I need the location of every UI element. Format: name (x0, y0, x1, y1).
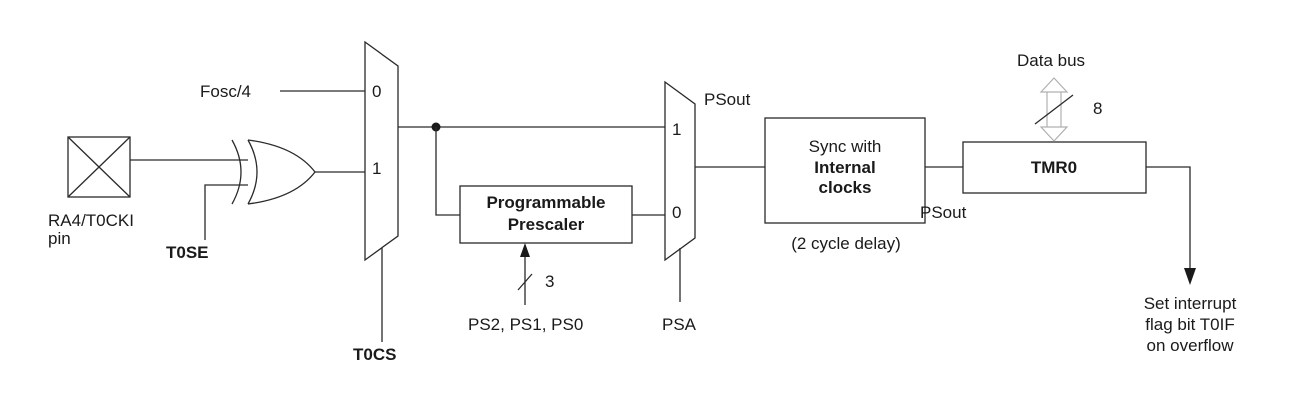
data-bus-label: Data bus (1017, 51, 1085, 70)
interrupt-label-line3: on overflow (1147, 336, 1235, 355)
prescaler-label-line2: Prescaler (508, 215, 585, 234)
tmr0-register (962, 141, 1147, 194)
clock-source-mux (364, 40, 399, 262)
overflow-wire (1146, 166, 1191, 268)
interrupt-label-line2: flag bit T0IF (1145, 315, 1234, 334)
sync-delay-label: (2 cycle delay) (791, 234, 901, 253)
prescaler-label-line1: Programmable (486, 193, 605, 212)
sync-label-line3: clocks (819, 178, 872, 197)
data-bus-width-slash (1034, 94, 1074, 125)
overflow-arrowhead (1184, 268, 1196, 285)
mux2-input-0-label: 0 (672, 203, 681, 222)
pin-name-label: RA4/T0CKI (48, 211, 134, 230)
ps-bus-width-label: 3 (545, 272, 554, 291)
pin-symbol (67, 136, 131, 198)
data-bus-width-label: 8 (1093, 99, 1102, 118)
sync-label-line1: Sync with (809, 137, 882, 156)
mux1-input-1-label: 1 (372, 159, 381, 178)
psout-bottom-label: PSout (920, 203, 967, 222)
data-bus-arrow (1039, 77, 1069, 142)
pin-suffix-label: pin (48, 229, 71, 248)
interrupt-label-line1: Set interrupt (1144, 294, 1237, 313)
prescaler-box (459, 185, 633, 244)
sync-block (764, 117, 926, 224)
tmr0-label: TMR0 (1031, 158, 1077, 177)
junction-to-prescaler-wire (435, 127, 460, 216)
t0se-wire (204, 184, 248, 240)
sync-label-line2: Internal (814, 158, 875, 177)
ps-bits-label: PS2, PS1, PS0 (468, 315, 583, 334)
mux1-input-0-label: 0 (372, 82, 381, 101)
ps-bus-arrowhead (520, 243, 530, 257)
t0cs-label: T0CS (353, 345, 396, 364)
psa-label: PSA (662, 315, 697, 334)
fosc-label: Fosc/4 (200, 82, 251, 101)
prescaler-assignment-mux (664, 80, 696, 262)
psout-top-label: PSout (704, 90, 751, 109)
mux2-input-1-label: 1 (672, 120, 681, 139)
xor-gate (231, 139, 316, 205)
ps-bus-width-slash (517, 273, 533, 291)
t0se-label: T0SE (166, 243, 209, 262)
